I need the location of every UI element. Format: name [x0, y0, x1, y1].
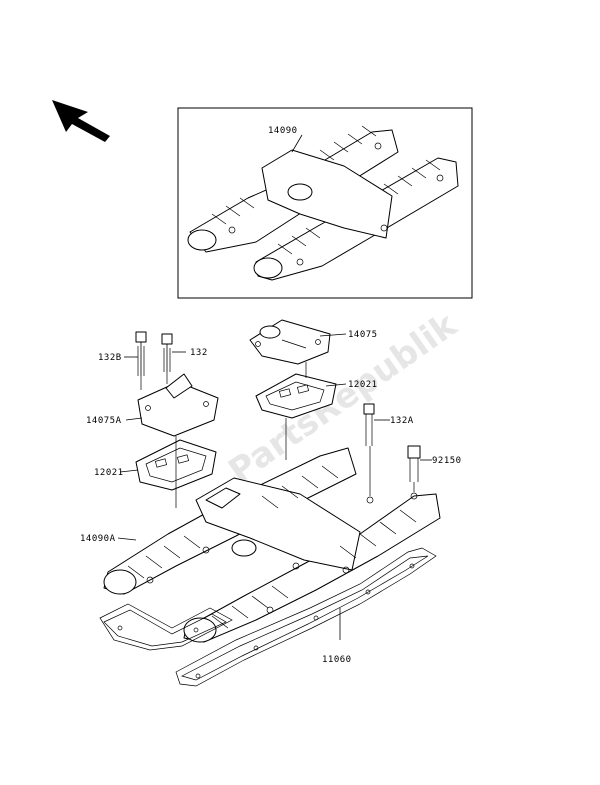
bolt-132	[161, 333, 173, 372]
breather-cover-14075A	[137, 373, 219, 437]
label-14090: 14090	[268, 126, 298, 136]
head-cover-assembly-14090A	[103, 447, 441, 643]
breather-cover-14075	[249, 319, 331, 365]
label-14090A: 14090A	[80, 534, 116, 544]
label-12021-right: 12021	[348, 380, 378, 390]
bolt-92150	[407, 445, 421, 482]
assembly-inset-frame	[177, 107, 473, 299]
gasket-12021-right	[255, 373, 337, 419]
bolt-132A	[363, 403, 375, 446]
label-132B: 132B	[98, 353, 122, 363]
label-11060: 11060	[322, 655, 352, 665]
head-cover-assembly-inset	[187, 125, 459, 281]
label-132: 132	[190, 348, 208, 358]
label-132A: 132A	[390, 416, 414, 426]
gasket-11060	[99, 547, 437, 687]
label-14075A: 14075A	[86, 416, 122, 426]
arrow-up-left-icon	[52, 100, 110, 142]
bolt-132B	[135, 331, 147, 376]
label-12021-left: 12021	[94, 468, 124, 478]
label-14075: 14075	[348, 330, 378, 340]
label-92150: 92150	[432, 456, 462, 466]
